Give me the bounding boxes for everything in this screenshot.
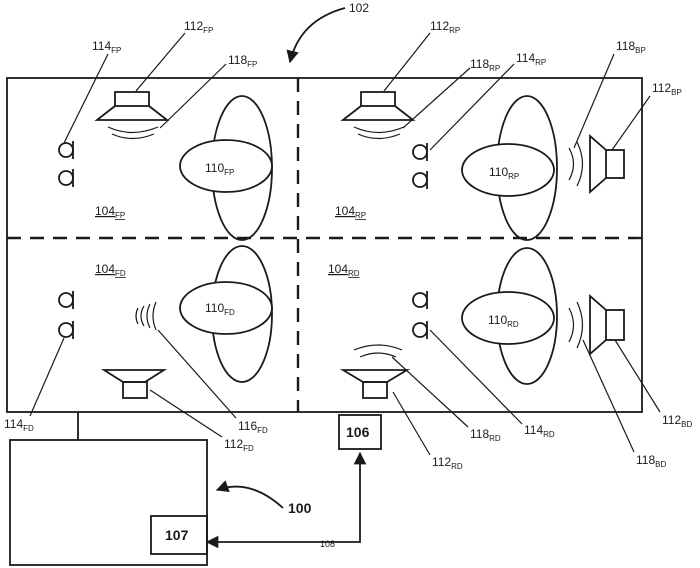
microphone-fd xyxy=(58,291,74,339)
microphone-fp xyxy=(58,141,74,187)
callout-spk-rp: 112RP xyxy=(430,19,460,35)
cabin-outline xyxy=(6,77,643,413)
label-amplifier: 106 xyxy=(346,424,370,440)
callout-mic-fp: 114FP xyxy=(92,39,121,55)
callout-snd-rd: 118RD xyxy=(470,427,501,443)
occupant-rp xyxy=(461,95,558,241)
zone-label-rp: 104RP xyxy=(335,204,366,220)
callout-mic-rd: 114RD xyxy=(524,423,555,439)
occupant-label-fp: 110FP xyxy=(205,161,234,177)
speaker-rp xyxy=(340,91,416,140)
callout-mic-rp: 114RP xyxy=(516,51,546,67)
speaker-fd xyxy=(100,369,168,399)
callout-spk-bd: 112BD xyxy=(662,413,692,429)
callout-spk-fp: 112FP xyxy=(184,19,213,35)
speaker-bd xyxy=(568,294,625,356)
label-processor: 107 xyxy=(165,527,189,543)
zone-label-fp: 104FP xyxy=(95,204,125,220)
microphone-rp xyxy=(412,143,428,189)
callout-spk-fd: 112FD xyxy=(224,437,254,453)
speaker-bp xyxy=(568,134,625,194)
zone-label-fd: 104FD xyxy=(95,262,126,278)
label-system: 102 xyxy=(349,1,369,15)
pointer-100 xyxy=(215,480,284,509)
occupant-label-rd: 110RD xyxy=(488,313,519,329)
zone-label-rd: 104RD xyxy=(328,262,360,278)
sound-waves-fd xyxy=(135,301,157,331)
occupant-fd xyxy=(179,245,273,383)
microphone-rd xyxy=(412,291,428,339)
callout-snd-rp: 118RP xyxy=(470,57,500,73)
callout-snd-fd: 116FD xyxy=(238,419,268,435)
label-head-unit: 100 xyxy=(288,500,312,516)
occupant-fp xyxy=(179,95,273,241)
pointer-102 xyxy=(286,7,346,64)
callout-spk-rd: 112RD xyxy=(432,455,463,471)
leader-lines xyxy=(29,32,661,456)
callout-spk-bp: 112BP xyxy=(652,81,682,97)
occupant-label-fd: 110FD xyxy=(205,301,235,317)
callout-snd-fp: 118FP xyxy=(228,53,257,69)
amplifier-box xyxy=(338,414,382,450)
occupant-rd xyxy=(461,247,558,385)
speaker-fp xyxy=(94,91,170,140)
speaker-rd xyxy=(339,344,411,399)
label-link: 108 xyxy=(320,539,335,549)
callout-mic-fd: 114FD xyxy=(4,417,34,433)
callout-snd-bd: 118BD xyxy=(636,453,666,469)
callout-snd-bp: 118BP xyxy=(616,39,646,55)
connection-108 xyxy=(205,451,367,549)
head-unit-box xyxy=(9,439,208,566)
occupant-label-rp: 110RP xyxy=(489,165,519,181)
